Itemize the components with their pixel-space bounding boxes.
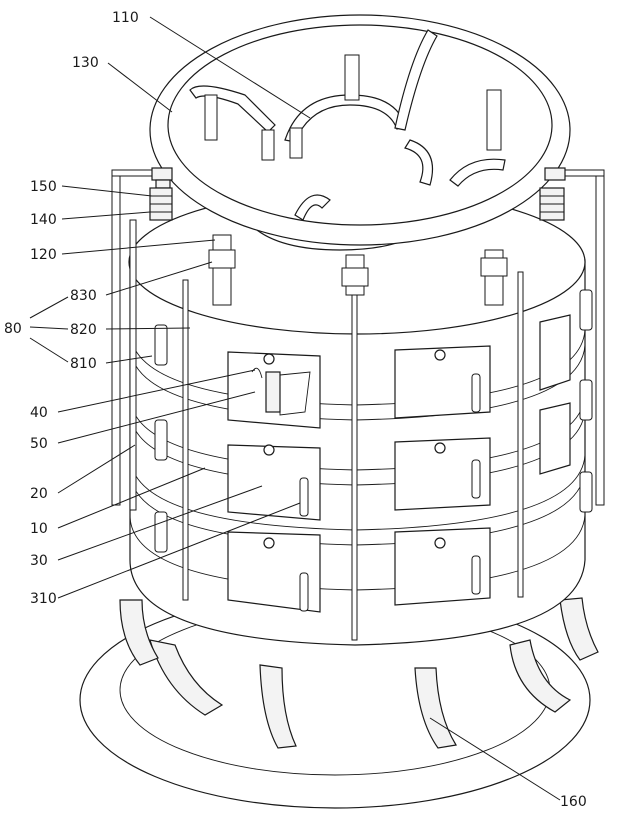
label-40: 40 bbox=[30, 405, 48, 421]
label-830: 830 bbox=[70, 288, 97, 304]
label-110: 110 bbox=[112, 10, 139, 26]
label-80: 80 bbox=[4, 321, 22, 337]
label-50: 50 bbox=[30, 436, 48, 452]
top-ring bbox=[149, 14, 571, 246]
nut-right bbox=[539, 167, 566, 221]
side-clamps-left bbox=[129, 219, 168, 553]
support-rods bbox=[182, 234, 524, 641]
reference-labels: 110 130 150 140 120 80 830 820 810 40 50… bbox=[4, 10, 587, 810]
label-820: 820 bbox=[70, 322, 97, 338]
label-810: 810 bbox=[70, 356, 97, 372]
label-20: 20 bbox=[30, 486, 48, 502]
label-310: 310 bbox=[30, 591, 57, 607]
label-150: 150 bbox=[30, 179, 57, 195]
label-130: 130 bbox=[72, 55, 99, 71]
top-pipes bbox=[189, 29, 506, 221]
nut-left bbox=[149, 167, 173, 221]
label-120: 120 bbox=[30, 247, 57, 263]
label-140: 140 bbox=[30, 212, 57, 228]
base-plate bbox=[79, 591, 599, 809]
label-10: 10 bbox=[30, 521, 48, 537]
label-30: 30 bbox=[30, 553, 48, 569]
door-panels bbox=[227, 314, 571, 613]
label-160: 160 bbox=[560, 794, 587, 810]
leader-lines bbox=[29, 16, 561, 801]
side-clamps-right bbox=[579, 289, 593, 513]
